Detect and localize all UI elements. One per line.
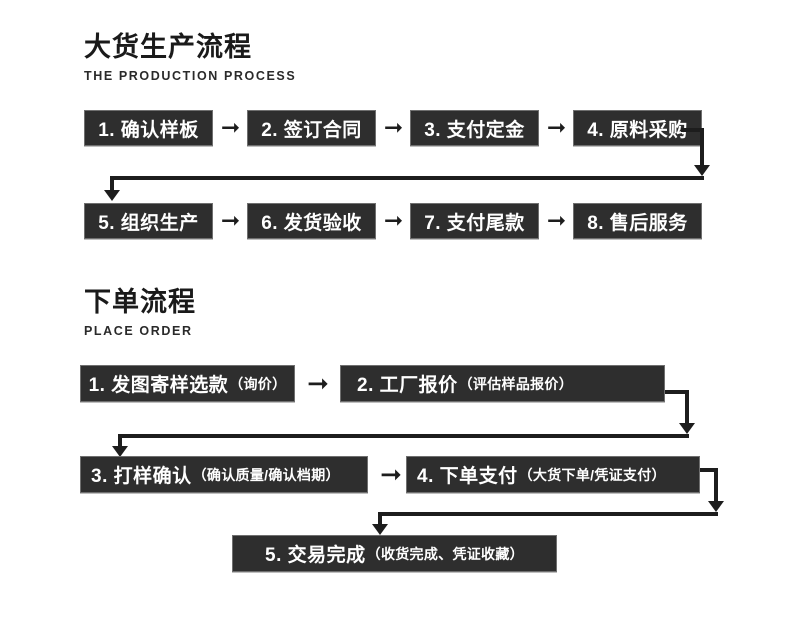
section-heading-order: 下单流程 PLACE ORDER [84, 289, 196, 338]
connector-order-b-arrow-onto-rail [708, 501, 724, 512]
node-production-5-label: 5. 组织生产 [98, 212, 199, 234]
node-production-8[interactable]: 8. 售后服务 [573, 203, 702, 239]
connector-production-rail [110, 176, 704, 180]
arrow-right-icon-p3: ➞ [546, 114, 567, 141]
node-production-2[interactable]: 2. 签订合同 [247, 110, 376, 146]
section-heading-order-cn: 下单流程 [84, 287, 196, 317]
connector-order-a-seg-down-left [118, 434, 122, 452]
connector-order-a-arrow-onto-rail [679, 423, 695, 434]
node-order-1[interactable]: 1. 发图寄样选款 （询价） [80, 365, 295, 402]
node-order-5-label: 5. 交易完成 [265, 545, 366, 566]
node-order-5[interactable]: 5. 交易完成 （收货完成、凭证收藏） [232, 535, 557, 572]
connector-production-seg-out [681, 128, 704, 132]
connector-production-arrow-onto-rail [694, 165, 710, 176]
connector-order-a-arrow-into-node3 [112, 446, 128, 457]
section-heading-production-cn: 大货生产流程 [84, 32, 252, 62]
arrow-right-icon-p2: ➞ [383, 114, 404, 141]
arrow-right-icon-p7: ➞ [546, 207, 567, 234]
node-production-5[interactable]: 5. 组织生产 [84, 203, 213, 239]
node-production-2-label: 2. 签订合同 [261, 119, 362, 141]
connector-order-a-seg-down-right [685, 390, 689, 430]
section-heading-production: 大货生产流程 THE PRODUCTION PROCESS [84, 34, 296, 83]
connector-order-a-seg-out [665, 390, 689, 394]
connector-production-seg-down-right [700, 128, 704, 172]
section-heading-production-en: THE PRODUCTION PROCESS [84, 69, 297, 83]
node-production-6-label: 6. 发货验收 [261, 212, 362, 234]
node-order-2[interactable]: 2. 工厂报价 （评估样品报价） [340, 365, 665, 402]
node-production-1-label: 1. 确认样板 [98, 119, 199, 141]
node-production-7-label: 7. 支付尾款 [424, 212, 525, 234]
node-production-7[interactable]: 7. 支付尾款 [410, 203, 539, 239]
node-order-3[interactable]: 3. 打样确认 （确认质量/确认档期） [80, 456, 368, 493]
connector-order-a-rail [118, 434, 689, 438]
node-order-4-label: 4. 下单支付 [417, 466, 518, 487]
node-order-3-label: 3. 打样确认 [91, 466, 192, 487]
connector-order-b-seg-out [700, 468, 718, 472]
node-order-4-sublabel: （大货下单/凭证支付） [518, 466, 666, 483]
node-production-1[interactable]: 1. 确认样板 [84, 110, 213, 146]
node-production-8-label: 8. 售后服务 [587, 212, 688, 234]
node-production-4-label: 4. 原料采购 [587, 119, 688, 141]
connector-production-seg-down-left [110, 176, 114, 196]
section-heading-order-en: PLACE ORDER [84, 324, 193, 338]
arrow-right-icon-o1: ➞ [307, 368, 329, 399]
node-production-3[interactable]: 3. 支付定金 [410, 110, 539, 146]
node-production-6[interactable]: 6. 发货验收 [247, 203, 376, 239]
arrow-right-icon-p6: ➞ [383, 207, 404, 234]
node-order-5-sublabel: （收货完成、凭证收藏） [366, 545, 524, 562]
connector-production-arrow-into-node5 [104, 190, 120, 201]
node-order-2-sublabel: （评估样品报价） [458, 375, 574, 392]
arrow-right-icon-p5: ➞ [220, 207, 241, 234]
node-order-3-sublabel: （确认质量/确认档期） [192, 466, 340, 483]
connector-order-b-seg-down-left [378, 512, 382, 530]
connector-order-b-arrow-into-node5 [372, 524, 388, 535]
node-production-3-label: 3. 支付定金 [424, 119, 525, 141]
connector-order-b-seg-down-right [714, 468, 718, 508]
node-order-1-sublabel: （询价） [229, 375, 287, 392]
arrow-right-icon-p1: ➞ [220, 114, 241, 141]
arrow-right-icon-o3: ➞ [380, 459, 402, 490]
node-production-4[interactable]: 4. 原料采购 [573, 110, 702, 146]
connector-order-b-rail [378, 512, 718, 516]
node-order-1-label: 1. 发图寄样选款 [88, 375, 229, 396]
node-order-4[interactable]: 4. 下单支付 （大货下单/凭证支付） [406, 456, 700, 493]
node-order-2-label: 2. 工厂报价 [357, 375, 458, 396]
